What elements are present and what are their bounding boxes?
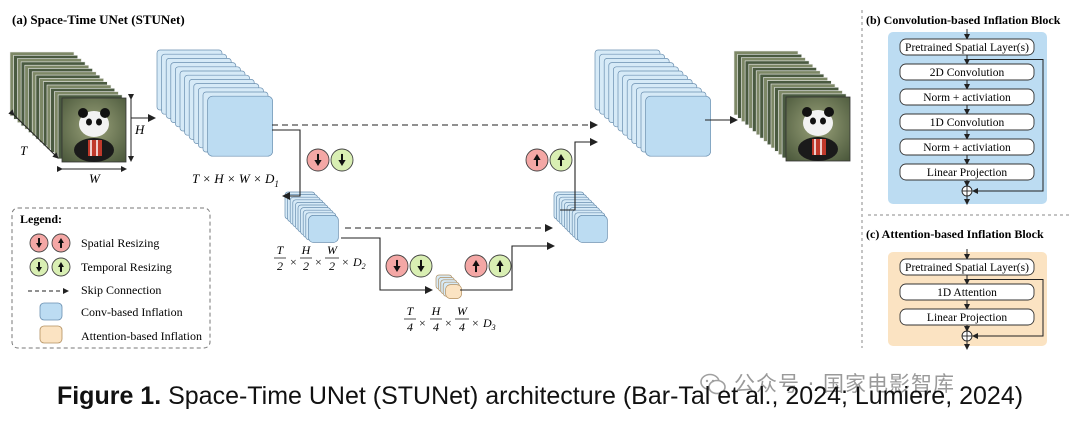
feature-map xyxy=(445,284,462,299)
svg-text:Pretrained Spatial Layer(s): Pretrained Spatial Layer(s) xyxy=(905,42,1029,54)
legend-attn-swatch xyxy=(39,325,63,344)
level1-dim-label: T × H × W × D1 xyxy=(192,171,279,189)
temporal-down-icon xyxy=(330,148,354,172)
svg-text:D3: D3 xyxy=(482,316,496,332)
svg-text:×: × xyxy=(342,255,349,269)
output-panda-image xyxy=(785,96,851,162)
feature-map xyxy=(207,95,273,157)
watermark: 公众号 · 国家电影智库 xyxy=(700,368,955,398)
temporal-down-icon xyxy=(409,254,433,278)
svg-text:H: H xyxy=(301,243,312,257)
up-connection-2 xyxy=(560,138,598,211)
svg-text:T: T xyxy=(277,243,285,257)
up-connection-1 xyxy=(460,242,555,291)
conv-block-layer-4: Norm + activiation xyxy=(899,138,1035,156)
t-dimension-label: T xyxy=(20,143,28,158)
spatial-down-icon xyxy=(306,148,330,172)
attention-block-layer-1: 1D Attention xyxy=(899,283,1035,301)
panel-a-title: (a) Space-Time UNet (STUNet) xyxy=(12,12,185,27)
level3-feature-stack xyxy=(435,274,462,299)
input-panda-image xyxy=(61,97,127,163)
level3-dim-label: T 4 × H 4 × W 4 × D3 xyxy=(404,304,496,334)
legend-item-conv-inflation: Conv-based Inflation xyxy=(81,305,183,319)
down-connection-1 xyxy=(272,129,301,200)
svg-text:×: × xyxy=(315,255,322,269)
legend-item-attention-inflation: Attention-based Inflation xyxy=(81,329,202,343)
feature-map xyxy=(308,215,339,243)
temporal-up-icon xyxy=(488,254,512,278)
conv-block-layer-0: Pretrained Spatial Layer(s) xyxy=(899,38,1035,56)
w-dimension-label: W xyxy=(89,171,101,186)
legend-spatial-up-icon xyxy=(51,233,71,253)
legend-temporal-up-icon xyxy=(51,257,71,277)
figure-caption: Figure 1. Space-Time UNet (STUNet) archi… xyxy=(56,382,1024,410)
conv-block-layer-2: Norm + activiation xyxy=(899,88,1035,106)
svg-text:Pretrained Spatial Layer(s): Pretrained Spatial Layer(s) xyxy=(905,262,1029,274)
svg-text:2: 2 xyxy=(303,259,309,273)
legend-title: Legend: xyxy=(20,212,62,226)
conv-block-residual-add-icon xyxy=(961,185,973,197)
svg-text:2: 2 xyxy=(277,259,283,273)
feature-map xyxy=(645,95,711,157)
svg-text:2: 2 xyxy=(329,259,335,273)
conv-block-layer-5: Linear Projection xyxy=(899,163,1035,181)
svg-text:Norm + activiation: Norm + activiation xyxy=(923,92,1011,104)
legend-item-skip-connection: Skip Connection xyxy=(81,283,161,297)
feature-map xyxy=(577,215,608,243)
attention-block-layer-2: Linear Projection xyxy=(899,308,1035,326)
svg-text:×: × xyxy=(419,316,426,330)
svg-text:4: 4 xyxy=(433,320,439,334)
legend-item-temporal-resizing: Temporal Resizing xyxy=(81,260,172,274)
down-connection-2 xyxy=(341,237,433,294)
up-level1-feature-stack xyxy=(594,49,711,157)
svg-text:Norm + activiation: Norm + activiation xyxy=(923,142,1011,154)
spatial-down-icon xyxy=(385,254,409,278)
conv-block-layer-1: 2D Convolution xyxy=(899,63,1035,81)
legend-spatial-down-icon xyxy=(29,233,49,253)
spatial-up-icon xyxy=(464,254,488,278)
legend-item-spatial-resizing: Spatial Resizing xyxy=(81,236,159,250)
attention-block-layer-0: Pretrained Spatial Layer(s) xyxy=(899,258,1035,276)
spatial-up-icon xyxy=(525,148,549,172)
level2-dim-label: T 2 × H 2 × W 2 × D2 xyxy=(274,243,366,273)
temporal-up-icon xyxy=(549,148,573,172)
svg-text:H: H xyxy=(431,304,442,318)
conv-block-layer-3: 1D Convolution xyxy=(899,113,1035,131)
svg-text:×: × xyxy=(472,316,479,330)
svg-text:Linear Projection: Linear Projection xyxy=(927,167,1007,179)
svg-text:4: 4 xyxy=(459,320,465,334)
svg-text:T: T xyxy=(407,304,415,318)
svg-text:×: × xyxy=(290,255,297,269)
svg-text:D2: D2 xyxy=(352,255,366,271)
svg-text:2D Convolution: 2D Convolution xyxy=(930,67,1005,79)
level2-feature-stack xyxy=(284,191,339,243)
panel-c-title: (c) Attention-based Inflation Block xyxy=(866,227,1044,241)
wechat-icon xyxy=(700,373,726,395)
legend-temporal-down-icon xyxy=(29,257,49,277)
attention-block-residual-add-icon xyxy=(961,330,973,342)
svg-text:×: × xyxy=(445,316,452,330)
svg-text:W: W xyxy=(457,304,468,318)
panel-b-title: (b) Convolution-based Inflation Block xyxy=(866,13,1061,27)
level1-feature-stack xyxy=(156,49,273,157)
svg-text:Linear Projection: Linear Projection xyxy=(927,312,1007,324)
legend: Legend: Spatial Resizing Temporal Resizi… xyxy=(11,207,211,349)
up-level2-feature-stack xyxy=(553,191,608,243)
svg-text:1D Convolution: 1D Convolution xyxy=(930,117,1005,129)
h-dimension-label: H xyxy=(134,122,145,137)
legend-conv-swatch xyxy=(39,302,63,321)
svg-text:4: 4 xyxy=(407,320,413,334)
svg-text:W: W xyxy=(327,243,338,257)
svg-text:1D Attention: 1D Attention xyxy=(937,287,997,299)
t-dimension-line xyxy=(8,109,59,159)
